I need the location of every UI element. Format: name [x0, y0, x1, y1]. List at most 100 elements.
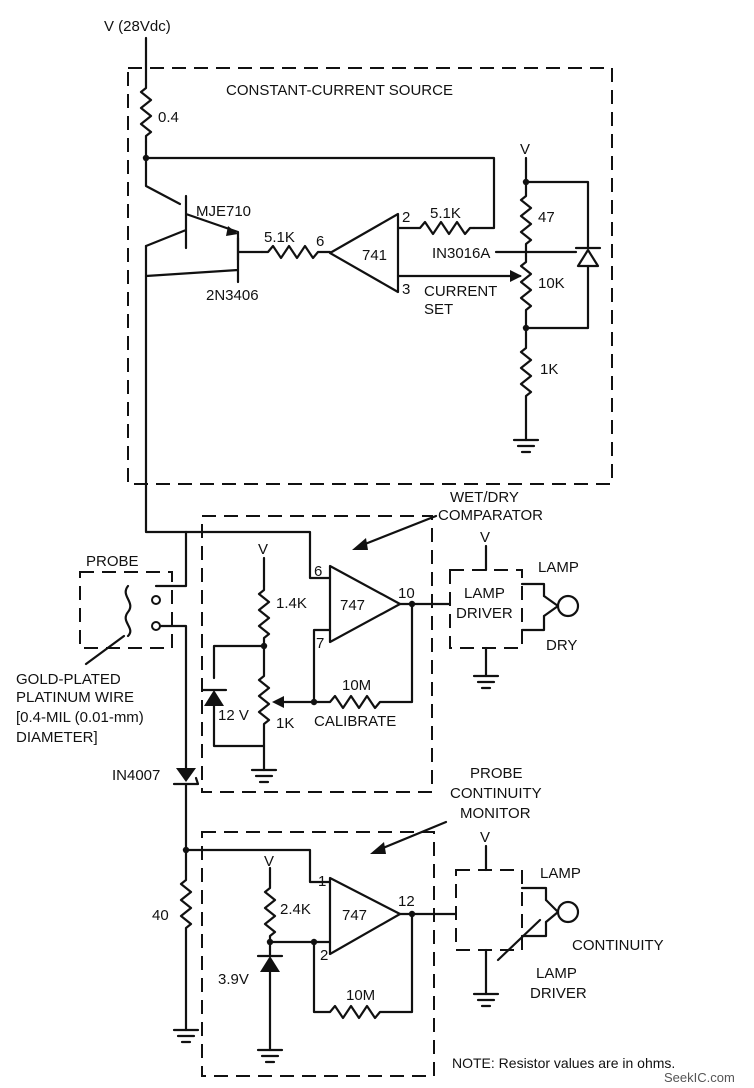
arrow-continuity-head	[370, 842, 386, 854]
label-continuity: CONTINUITY	[572, 937, 664, 954]
label-zener-3.9v: 3.9V	[218, 971, 249, 988]
probe-leader	[84, 634, 126, 666]
wire-comp-input	[184, 530, 332, 580]
ground-wd	[250, 768, 278, 784]
label-wire-3: [0.4-MIL (0.01-mm)	[16, 709, 144, 726]
label-pin2: 2	[402, 209, 410, 226]
label-wetdry-2: COMPARATOR	[438, 507, 543, 524]
label-cm-3: MONITOR	[460, 805, 531, 822]
lamp-driver-continuity-box	[455, 869, 523, 951]
zener-12v-bar	[200, 688, 266, 748]
diode-in4007	[176, 768, 196, 782]
wire-calibrate	[282, 628, 332, 704]
opamp-747-wd	[328, 564, 402, 644]
label-r-sense: 0.4	[158, 109, 179, 126]
label-cm-2: CONTINUITY	[450, 785, 542, 802]
label-ld2-v: V	[480, 829, 490, 846]
wire-lamp-dry	[520, 582, 546, 632]
wire-mid	[524, 264, 590, 330]
label-r40: 40	[152, 907, 169, 924]
label-wire-1: GOLD-PLATED	[16, 671, 121, 688]
watermark: SeekIC.com	[664, 1070, 735, 1085]
wire-q1-emitter	[144, 156, 182, 206]
label-r10m-wd: 10M	[342, 677, 371, 694]
label-zener-in3016a: IN3016A	[432, 245, 490, 262]
wire-lamp-dry-2	[542, 594, 560, 618]
label-ld2-driver-2: DRIVER	[530, 985, 587, 1002]
label-r2.4k: 2.4K	[280, 901, 311, 918]
label-pin3: 3	[402, 281, 410, 298]
label-in4007: IN4007	[112, 767, 160, 784]
probe-terminal-top	[151, 595, 161, 605]
probe-terminal-bottom	[151, 621, 161, 631]
resistor-1k	[519, 326, 533, 442]
continuity-monitor-box	[201, 831, 435, 1077]
label-opamp-747-wd: 747	[340, 597, 365, 614]
label-q1: MJE710	[196, 203, 251, 220]
supply-label: V (28Vdc)	[104, 18, 171, 35]
ground-cm	[256, 1048, 284, 1064]
label-lamp-cont: LAMP	[540, 865, 581, 882]
wire-lamp-cont	[520, 886, 548, 938]
q2-emitter-arrow	[226, 226, 238, 236]
wire-diode-out	[184, 782, 332, 884]
label-wd-v: V	[258, 541, 268, 558]
arrow-wetdry	[358, 514, 438, 548]
label-pot-10k: 10K	[538, 275, 565, 292]
label-wd-pin6: 6	[314, 563, 322, 580]
resistor-5.1k-feedback	[396, 220, 476, 236]
resistor-40	[179, 848, 193, 1032]
resistor-1.4k	[257, 584, 271, 648]
label-r47: 47	[538, 209, 555, 226]
label-cm-v: V	[264, 853, 274, 870]
label-r-fb: 5.1K	[430, 205, 461, 222]
switch-contact	[496, 918, 542, 962]
ground-40	[172, 1028, 200, 1044]
probe-box	[79, 571, 173, 649]
label-ld2-driver-1: LAMP	[536, 965, 577, 982]
label-calibrate: CALIBRATE	[314, 713, 396, 730]
label-cm-pin2: 2	[320, 947, 328, 964]
wire-v-top	[524, 156, 590, 250]
zener-3.9v-bar	[256, 940, 284, 1052]
label-cm-pin1: 1	[318, 873, 326, 890]
label-ld1-v: V	[480, 529, 490, 546]
wire-probe-out	[158, 624, 188, 770]
resistor-0.4	[139, 80, 153, 144]
label-opamp-747-cm: 747	[342, 907, 367, 924]
zener-in3016a	[576, 248, 600, 268]
opamp-741	[328, 212, 400, 294]
label-q2: 2N3406	[206, 287, 259, 304]
arrow-continuity	[376, 820, 448, 852]
resistor-47	[519, 180, 533, 258]
zener-3.9v	[260, 956, 280, 972]
ground-ccs	[512, 438, 540, 454]
label-lamp-dry: LAMP	[538, 559, 579, 576]
wire-sense-node	[144, 140, 496, 230]
lamp-dry-icon	[556, 594, 580, 618]
label-wire-2: PLATINUM WIRE	[16, 689, 134, 706]
label-probe: PROBE	[86, 553, 139, 570]
probe-wire-coil	[124, 584, 132, 638]
resistor-10m-wd	[312, 602, 414, 710]
constant-current-source-box	[127, 67, 613, 485]
note: NOTE: Resistor values are in ohms.	[452, 1055, 675, 1071]
wire-to-probe	[154, 530, 188, 588]
label-pin6: 6	[316, 233, 324, 250]
resistor-5.1k-base	[260, 244, 332, 260]
ground-ld2	[472, 992, 500, 1008]
pot-10k	[519, 254, 533, 330]
label-wire-4: DIAMETER]	[16, 729, 98, 746]
calibrate-wiper	[272, 696, 284, 708]
label-r1k: 1K	[540, 361, 558, 378]
wet-dry-comparator-box	[201, 515, 433, 793]
lamp-continuity-icon	[556, 900, 580, 924]
diode-bar	[172, 776, 200, 786]
label-r1.4k: 1.4K	[276, 595, 307, 612]
node-cm-out	[408, 910, 416, 918]
label-cm-pin12: 12	[398, 893, 415, 910]
wiper-arrow	[510, 270, 522, 282]
wire-q1-collector	[144, 244, 188, 534]
label-current-set-1: CURRENT	[424, 283, 497, 300]
